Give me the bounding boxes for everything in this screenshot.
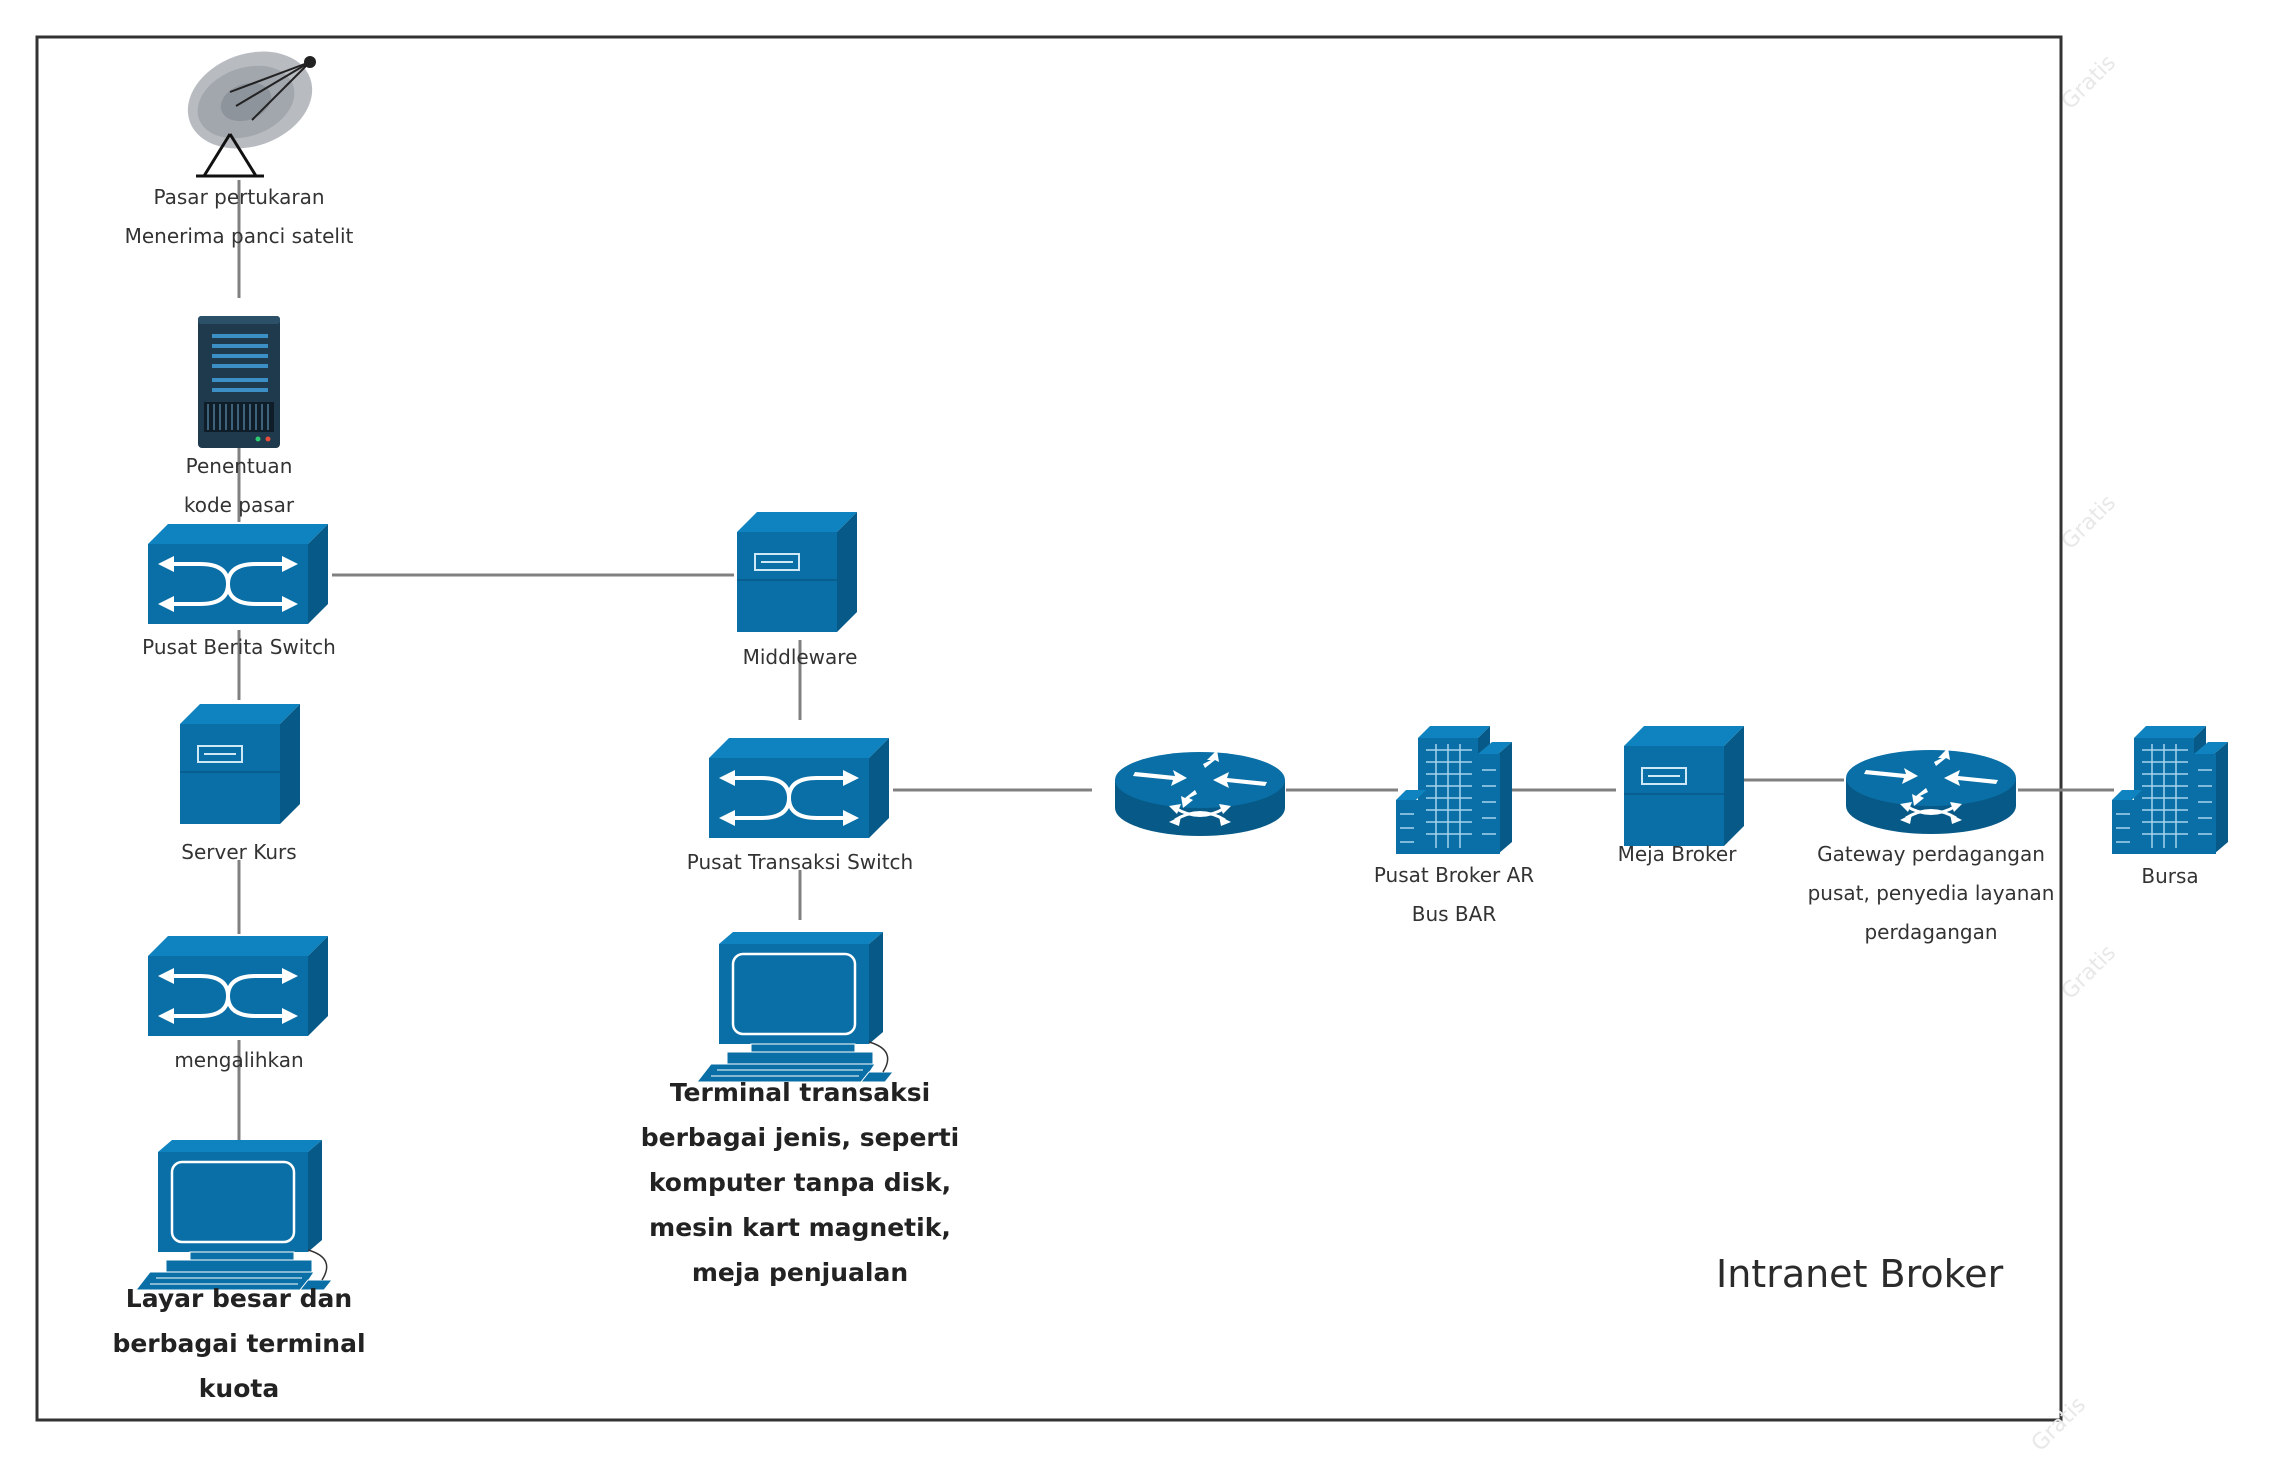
- broker-desk-server-icon: [1623, 725, 1745, 847]
- middleware-server-icon: [736, 511, 858, 633]
- intranet-title: Intranet Broker: [1716, 1252, 2004, 1296]
- exchange-label: Bursa: [2141, 864, 2199, 888]
- news-switch-label: Pusat Berita Switch: [142, 635, 336, 659]
- switch-label: mengalihkan: [174, 1048, 304, 1072]
- trade-switch-icon: [707, 736, 891, 840]
- broker-center-building-icon: [1395, 725, 1513, 855]
- rate-server-label: Server Kurs: [181, 840, 297, 864]
- exchange-building-icon: [2111, 725, 2229, 855]
- switch-icon: [146, 934, 330, 1038]
- gateway-label: Gateway perdagangan pusat, penyedia laya…: [1807, 842, 2055, 944]
- big-screen-workstation-icon: [134, 1138, 334, 1292]
- trading-terminal-icon: [695, 930, 895, 1084]
- big-screen-label: Layar besar dan berbagai terminal kuota: [112, 1284, 366, 1403]
- gateway-router-icon: [1844, 746, 2018, 836]
- broker-desk-label: Meja Broker: [1617, 842, 1737, 866]
- code-server-icon: [198, 316, 280, 448]
- intranet-frame: [35, 35, 2063, 1422]
- satellite-dish-icon: [187, 51, 316, 178]
- trade-switch-label: Pusat Transaksi Switch: [686, 850, 914, 874]
- rate-server-icon: [179, 703, 301, 825]
- satellite-label: Pasar pertukaran Menerima panci satelit: [124, 185, 354, 248]
- code-server-label: Penentuan kode pasar: [183, 454, 295, 517]
- connections: [237, 180, 2114, 1140]
- terminal-label: Terminal transaksi berbagai jenis, seper…: [640, 1078, 960, 1287]
- router-icon: [1113, 748, 1287, 838]
- broker-center-label: Pusat Broker AR Bus BAR: [1373, 863, 1535, 926]
- news-switch-icon: [146, 522, 330, 626]
- middleware-label: Middleware: [742, 645, 858, 669]
